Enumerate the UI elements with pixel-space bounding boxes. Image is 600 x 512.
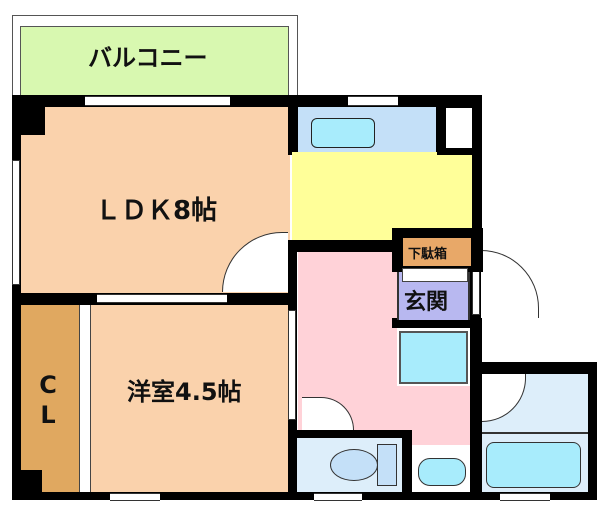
western-room-label: 洋室4.5帖 [127, 378, 242, 406]
closet [21, 305, 79, 492]
shoe-box-label: 下駄箱 [408, 247, 448, 262]
wall [297, 430, 412, 438]
sink-icon [311, 118, 375, 148]
balcony-label: バルコニー [88, 44, 208, 72]
window [12, 160, 20, 285]
window [500, 493, 550, 501]
wall [472, 95, 482, 235]
wall [12, 95, 482, 107]
wall [392, 318, 482, 328]
front-door-swing[interactable] [481, 250, 539, 318]
wall [288, 95, 298, 155]
wall [402, 430, 412, 495]
closet-label: C L [39, 371, 57, 429]
pipe-space [446, 108, 472, 148]
window [348, 96, 398, 106]
wall [470, 362, 597, 374]
window [85, 96, 230, 106]
bath-divider [482, 432, 588, 434]
toilet-bowl-icon [330, 449, 378, 481]
washer-icon [399, 331, 468, 384]
kitchen-floor [292, 152, 437, 157]
toilet-tank-icon [377, 444, 397, 486]
entrance-label: 玄関 [404, 290, 449, 315]
ldk-label: ＬＤＫ8帖 [95, 196, 218, 226]
entrance-closet-doors [402, 268, 468, 282]
sliding-door[interactable] [288, 310, 296, 420]
balcony-floor [20, 26, 289, 96]
bathtub-icon [486, 442, 581, 488]
wall [470, 362, 482, 500]
wall [12, 492, 597, 500]
kitchen-floor [292, 155, 472, 241]
wall [588, 362, 597, 500]
window [314, 493, 362, 501]
window [110, 493, 160, 501]
closet-doors[interactable] [79, 305, 91, 492]
wash-basin-icon [418, 458, 466, 486]
wall [12, 470, 42, 500]
shoe-box [403, 238, 471, 266]
wall [12, 95, 45, 135]
sliding-door[interactable] [97, 294, 227, 303]
western-room [91, 305, 288, 492]
